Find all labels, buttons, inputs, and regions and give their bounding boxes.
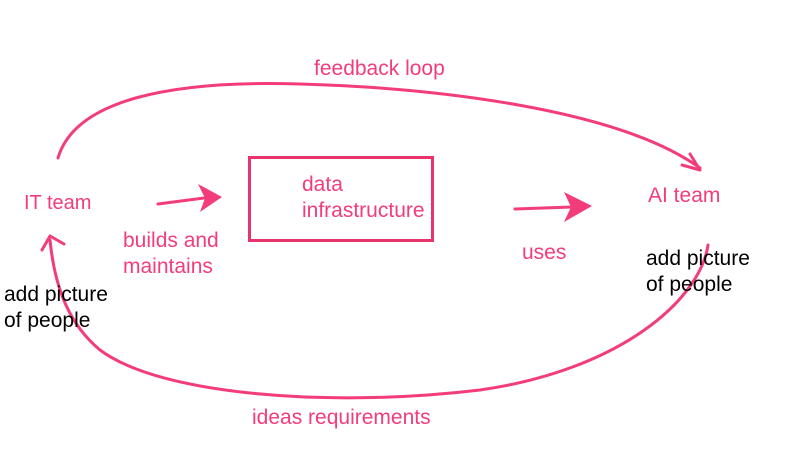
it-team-note: add picture of people (4, 283, 108, 332)
data-infrastructure-box (248, 156, 434, 242)
ai-team-label: AI team (648, 184, 721, 207)
uses-arrow (513, 205, 574, 211)
feedback-loop-label: feedback loop (314, 57, 445, 80)
uses-label: uses (522, 241, 567, 264)
ideas-requirements-arrow (48, 238, 710, 400)
ideas-requirements-arrowhead (40, 234, 66, 252)
data-infrastructure-label: data infrastructure (302, 173, 425, 222)
uses-arrowhead (564, 192, 592, 222)
it-team-label: IT team (24, 192, 92, 214)
builds-arrow (156, 196, 206, 206)
builds-and-maintains-label: builds and maintains (123, 229, 219, 278)
feedback-loop-arrow (56, 82, 702, 170)
builds-arrowhead (198, 184, 222, 212)
ai-team-note: add picture of people (646, 247, 750, 296)
ideas-requirements-label: ideas requirements (252, 406, 431, 429)
feedback-loop-arrowhead (680, 152, 702, 172)
